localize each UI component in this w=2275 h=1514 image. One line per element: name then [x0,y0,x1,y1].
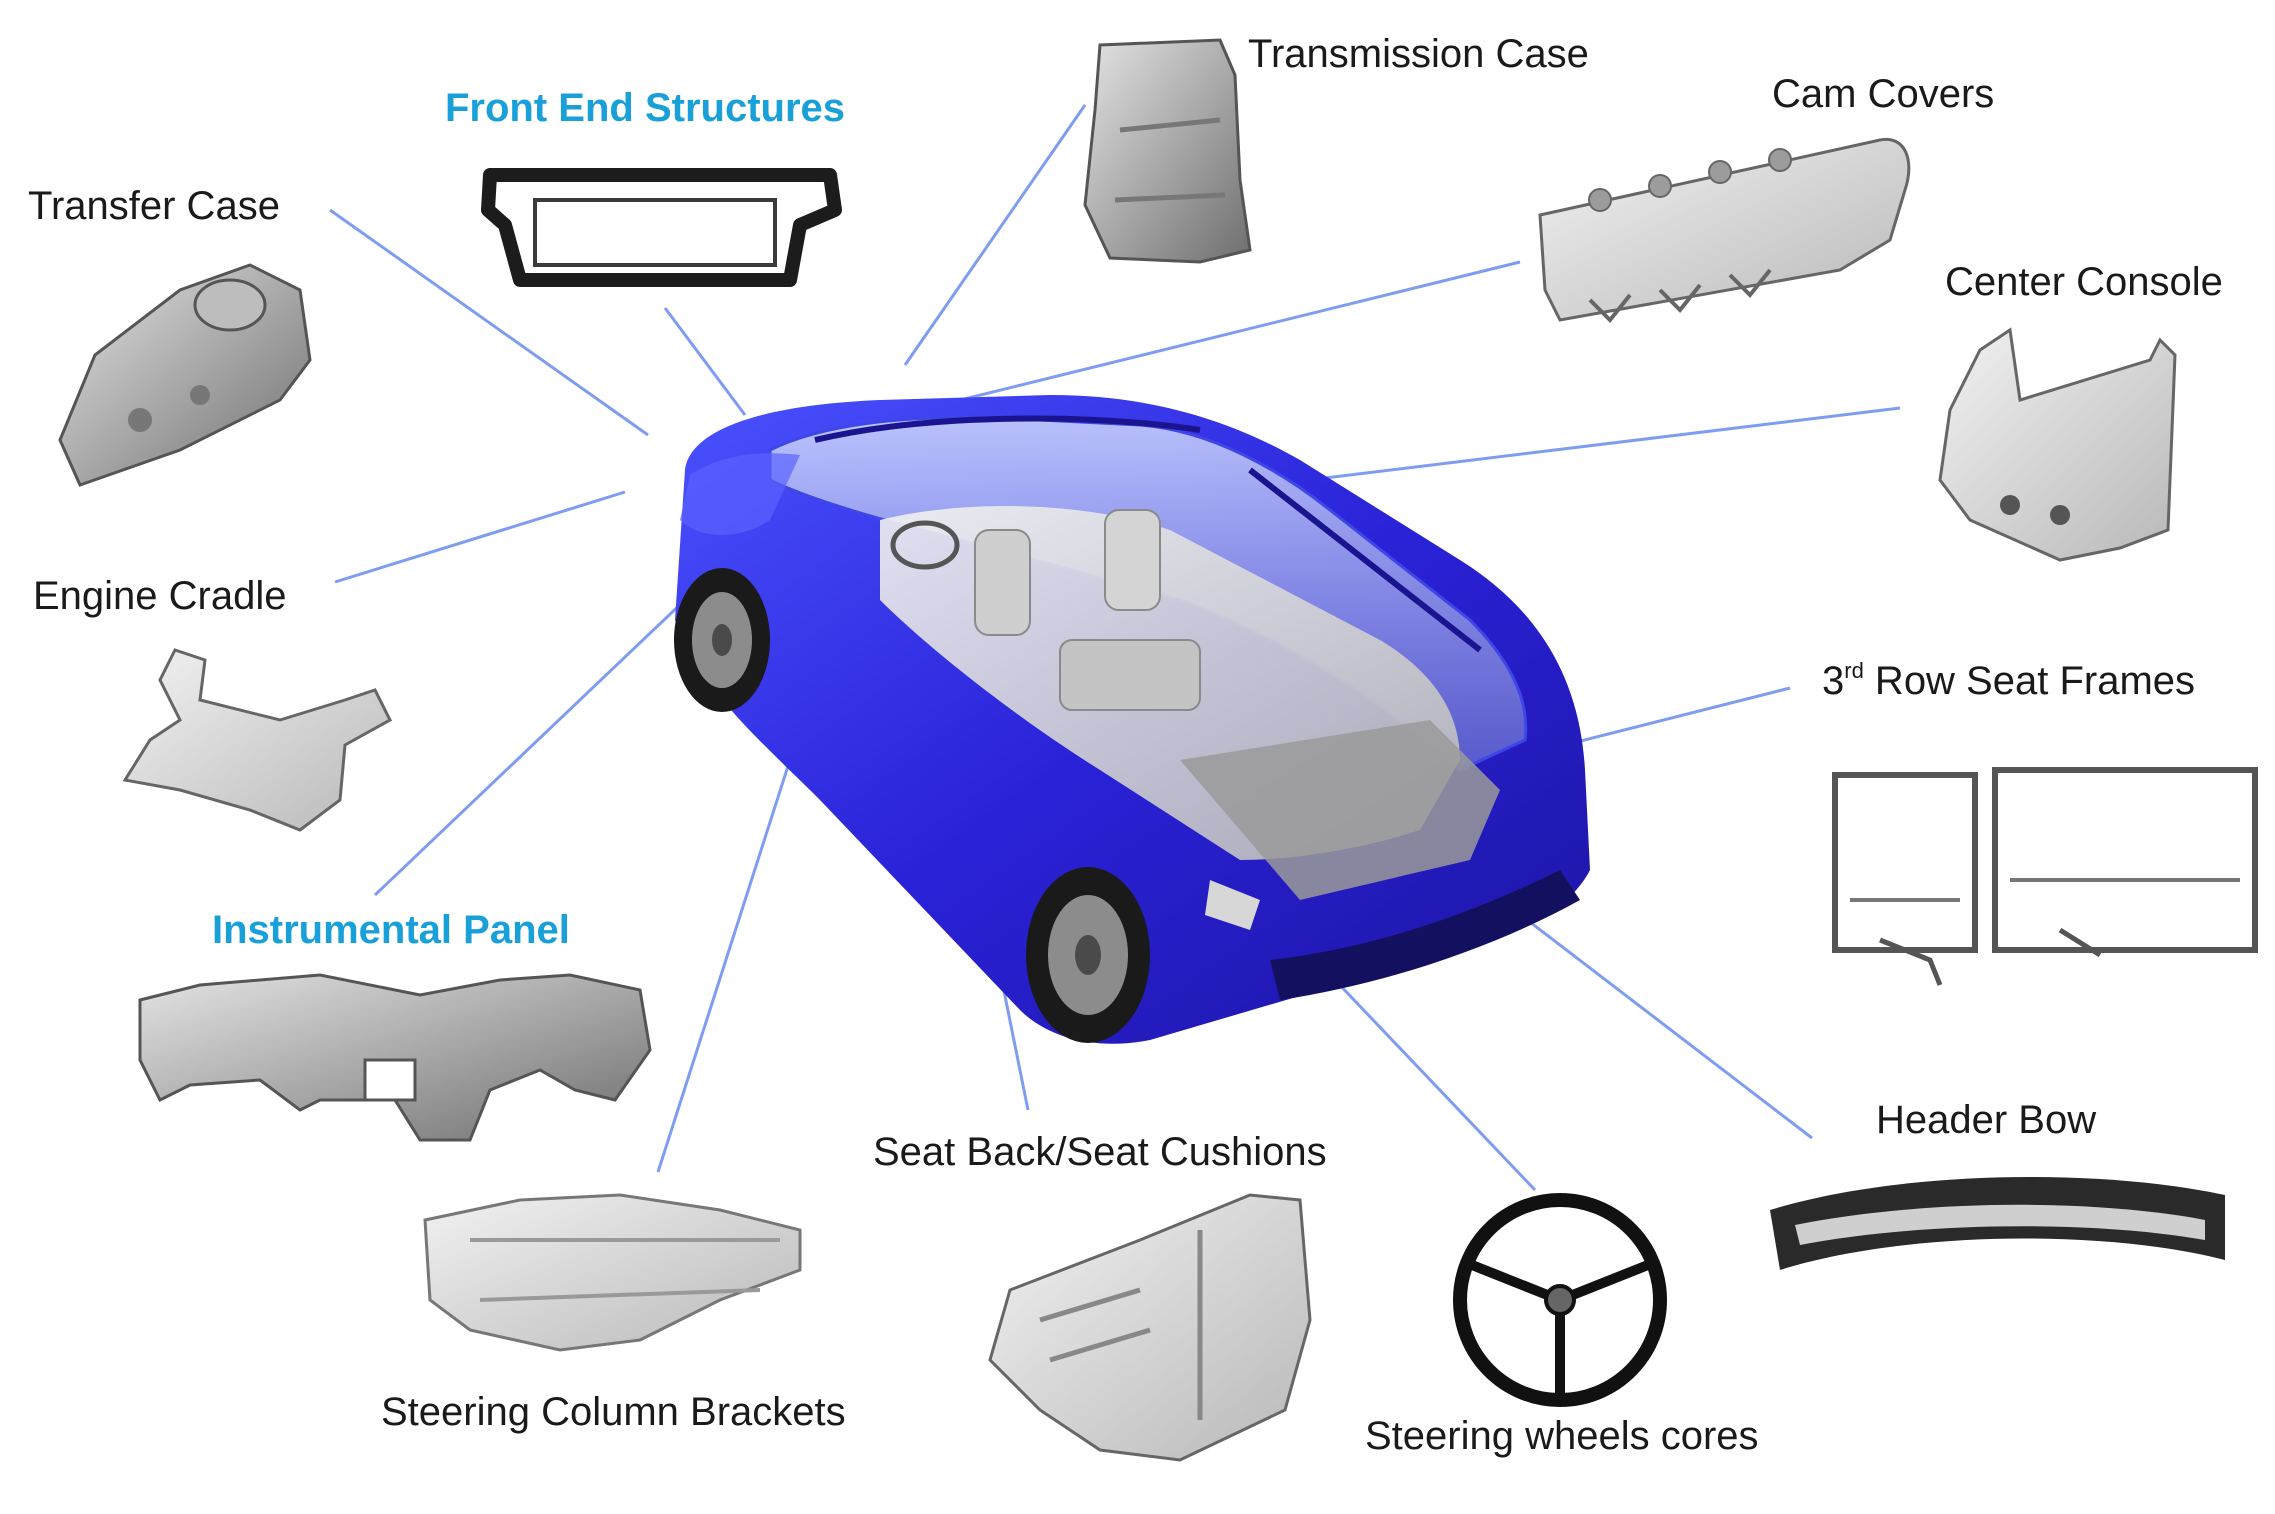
center-console-image [1938,327,2177,562]
steering-wheel-image [1453,1193,1667,1407]
seat-back-image [988,1193,1312,1462]
transmission-case-image [1083,38,1252,264]
label-instrumental-panel: Instrumental Panel [212,908,570,952]
column-brackets-image [423,1193,802,1352]
label-header-bow: Header Bow [1876,1098,2097,1142]
label-steering-wheels-cores: Steering wheels cores [1365,1414,1759,1458]
transfer-case-image [58,263,312,487]
label-front-end-structures: Front End Structures [445,86,846,130]
header-bow-image [1770,1176,2225,1270]
seat-frames-image [1832,767,2258,986]
label-center-console: Center Console [1945,260,2223,304]
leader-line-transmission [903,104,1087,366]
front-wheel [674,568,770,712]
label-third-row-number: 3 [1822,659,1845,703]
label-seat-back: Seat Back/Seat Cushions [873,1130,1327,1174]
front-end-structures-image [481,168,842,287]
leader-line-transfer-case [329,208,649,437]
label-third-row-text: Row Seat Frames [1863,659,2196,703]
label-third-row-seat-frames: 3rd Row Seat Frames [1822,658,2196,703]
instrumental-panel-image [138,973,652,1142]
label-engine-cradle: Engine Cradle [33,574,287,618]
label-transmission-case: Transmission Case [1248,32,1589,76]
leader-line-center-console [1324,406,1901,480]
cam-covers-image [1538,137,1911,323]
engine-cradle-image [122,648,392,832]
label-transfer-case: Transfer Case [28,184,280,228]
label-cam-covers: Cam Covers [1772,72,1995,116]
leader-line-front-end [663,307,747,416]
leader-line-cam-covers [939,260,1521,407]
rear-wheel [1026,867,1150,1043]
leader-line-engine-cradle [334,490,626,584]
vehicle-cutaway [674,395,1590,1044]
label-third-row-suffix: rd [1844,658,1864,683]
label-steering-column-brackets: Steering Column Brackets [381,1390,846,1434]
